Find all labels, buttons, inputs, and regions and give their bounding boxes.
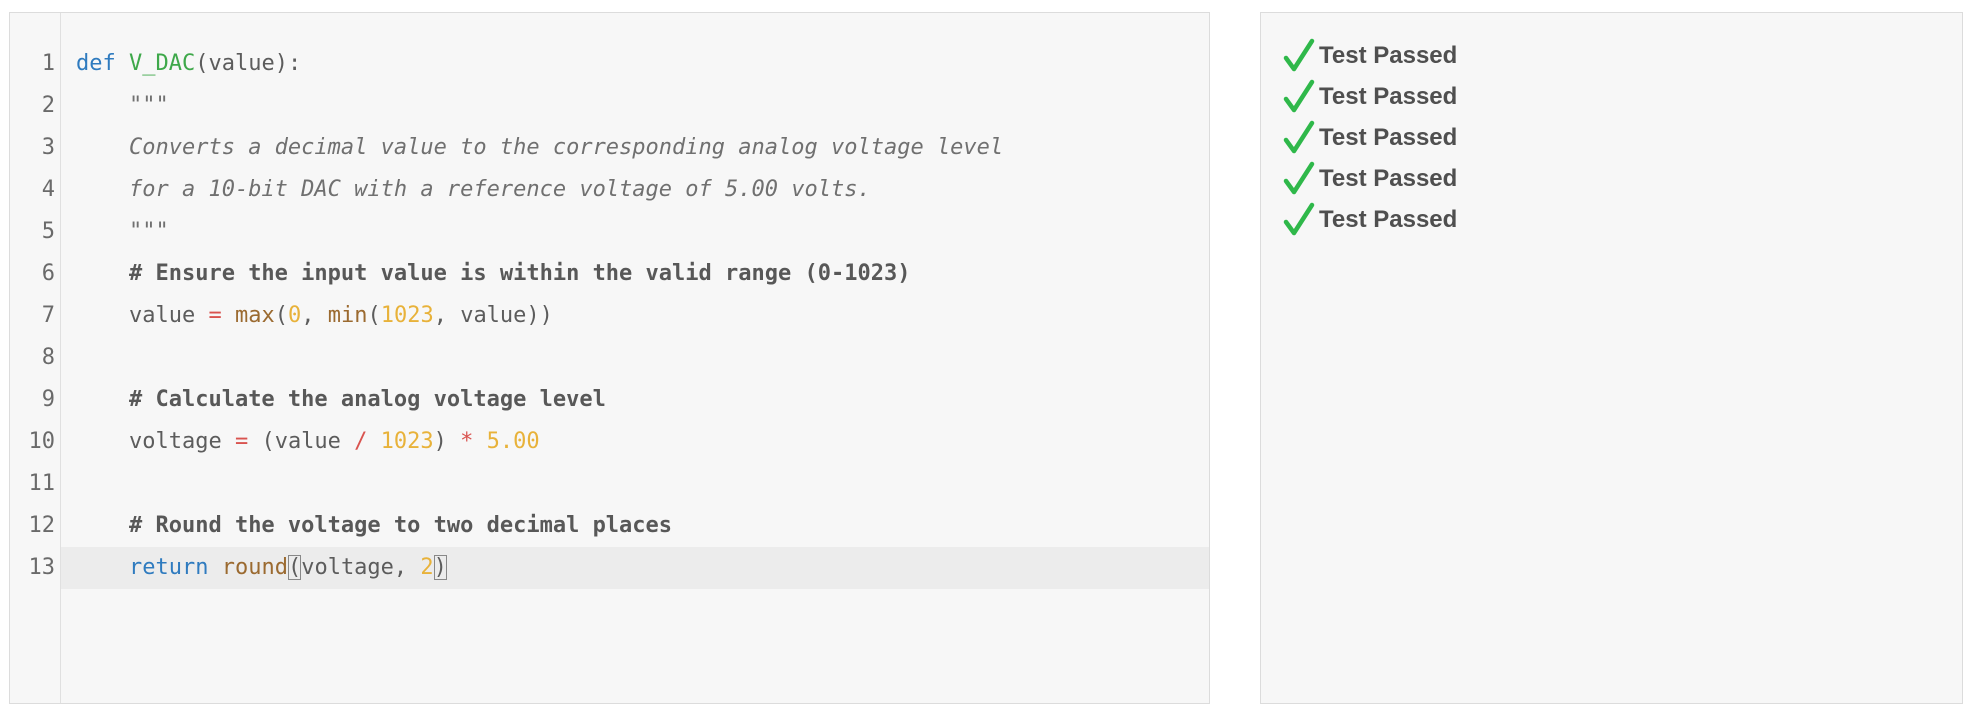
test-result-item: Test Passed bbox=[1283, 35, 1457, 76]
comment: # Ensure the input value is within the v… bbox=[128, 261, 911, 286]
line-number: 2 bbox=[41, 93, 55, 118]
code-token: voltage, bbox=[301, 555, 421, 580]
test-results-panel: Test Passed Test Passed Test Passed Test… bbox=[1260, 12, 1963, 704]
line-number: 9 bbox=[41, 387, 55, 412]
code-line[interactable]: 7 value = max(0, min(1023, value)) bbox=[42, 295, 1209, 337]
code-token: , bbox=[301, 303, 328, 328]
keyword-return: return bbox=[128, 555, 209, 580]
check-icon bbox=[1283, 79, 1315, 112]
code-line[interactable]: 9 # Calculate the analog voltage level bbox=[42, 379, 1209, 421]
docstring-close: """ bbox=[128, 219, 169, 244]
number: 1023 bbox=[380, 303, 434, 328]
line-number: 3 bbox=[41, 135, 55, 160]
test-result-item: Test Passed bbox=[1283, 199, 1457, 240]
code-line[interactable]: 5 """ bbox=[42, 211, 1209, 253]
number: 1023 bbox=[380, 429, 434, 454]
test-result-label: Test Passed bbox=[1319, 164, 1458, 192]
operator: * bbox=[460, 429, 474, 454]
operator: = bbox=[234, 429, 249, 454]
check-icon bbox=[1283, 120, 1315, 153]
builtin-round: round bbox=[221, 555, 288, 580]
code-area[interactable]: 1 def V_DAC(value): 2 """ 3 Converts a d… bbox=[29, 13, 1209, 703]
code-line[interactable]: 11 bbox=[29, 463, 1209, 505]
code-token bbox=[222, 303, 235, 328]
function-signature: (value): bbox=[195, 51, 302, 76]
test-result-item: Test Passed bbox=[1283, 76, 1457, 117]
operator: / bbox=[354, 429, 368, 454]
code-line[interactable]: 8 bbox=[42, 337, 1209, 379]
line-number: 12 bbox=[28, 513, 56, 538]
code-line[interactable]: 1 def V_DAC(value): bbox=[42, 43, 1209, 85]
code-token: ( bbox=[274, 303, 288, 328]
code-token bbox=[367, 429, 380, 454]
code-editor[interactable]: 1 def V_DAC(value): 2 """ 3 Converts a d… bbox=[9, 12, 1210, 704]
number: 2 bbox=[420, 555, 434, 580]
test-result-label: Test Passed bbox=[1319, 41, 1458, 69]
line-number: 7 bbox=[41, 303, 55, 328]
line-number: 1 bbox=[41, 51, 55, 76]
check-icon bbox=[1283, 202, 1315, 235]
line-number-gutter bbox=[10, 13, 61, 703]
operator: = bbox=[208, 303, 222, 328]
code-token: value bbox=[128, 303, 209, 328]
code-line-active[interactable]: 13 return round(voltage, 2) bbox=[29, 547, 1209, 589]
line-number: 6 bbox=[41, 261, 55, 286]
code-token: (value bbox=[248, 429, 355, 454]
comment: # Calculate the analog voltage level bbox=[128, 387, 606, 412]
check-icon bbox=[1283, 38, 1315, 71]
line-number: 10 bbox=[28, 429, 56, 454]
code-token: voltage bbox=[128, 429, 235, 454]
code-token bbox=[208, 555, 221, 580]
docstring-open: """ bbox=[128, 93, 169, 118]
line-number: 8 bbox=[41, 345, 55, 370]
code-token: ) bbox=[433, 429, 461, 454]
code-token bbox=[473, 429, 486, 454]
line-number: 4 bbox=[41, 177, 55, 202]
number: 5.00 bbox=[486, 429, 540, 454]
line-number: 11 bbox=[28, 471, 56, 496]
builtin-max: max bbox=[234, 303, 275, 328]
line-number: 5 bbox=[41, 219, 55, 244]
code-token: , value)) bbox=[433, 303, 553, 328]
code-token: ( bbox=[367, 303, 381, 328]
matched-bracket-close: ) bbox=[433, 555, 447, 580]
test-result-label: Test Passed bbox=[1319, 123, 1458, 151]
check-icon bbox=[1283, 161, 1315, 194]
test-result-item: Test Passed bbox=[1283, 117, 1457, 158]
code-line[interactable]: 4 for a 10-bit DAC with a reference volt… bbox=[42, 169, 1209, 211]
docstring-text: for a 10-bit DAC with a reference voltag… bbox=[128, 177, 871, 202]
line-number: 13 bbox=[28, 555, 56, 580]
comment: # Round the voltage to two decimal place… bbox=[128, 513, 673, 538]
keyword-def: def bbox=[76, 51, 116, 76]
code-line[interactable]: 6 # Ensure the input value is within the… bbox=[42, 253, 1209, 295]
test-result-item: Test Passed bbox=[1283, 158, 1457, 199]
matched-bracket-open: ( bbox=[287, 555, 302, 580]
docstring-text: Converts a decimal value to the correspo… bbox=[128, 135, 1004, 160]
code-line[interactable]: 2 """ bbox=[42, 85, 1209, 127]
code-line[interactable]: 3 Converts a decimal value to the corres… bbox=[42, 127, 1209, 169]
function-name: V_DAC bbox=[129, 51, 196, 76]
code-line[interactable]: 12 # Round the voltage to two decimal pl… bbox=[29, 505, 1209, 547]
builtin-min: min bbox=[327, 303, 368, 328]
test-result-label: Test Passed bbox=[1319, 205, 1458, 233]
test-result-label: Test Passed bbox=[1319, 82, 1458, 110]
code-line[interactable]: 10 voltage = (value / 1023) * 5.00 bbox=[29, 421, 1209, 463]
number: 0 bbox=[287, 303, 302, 328]
